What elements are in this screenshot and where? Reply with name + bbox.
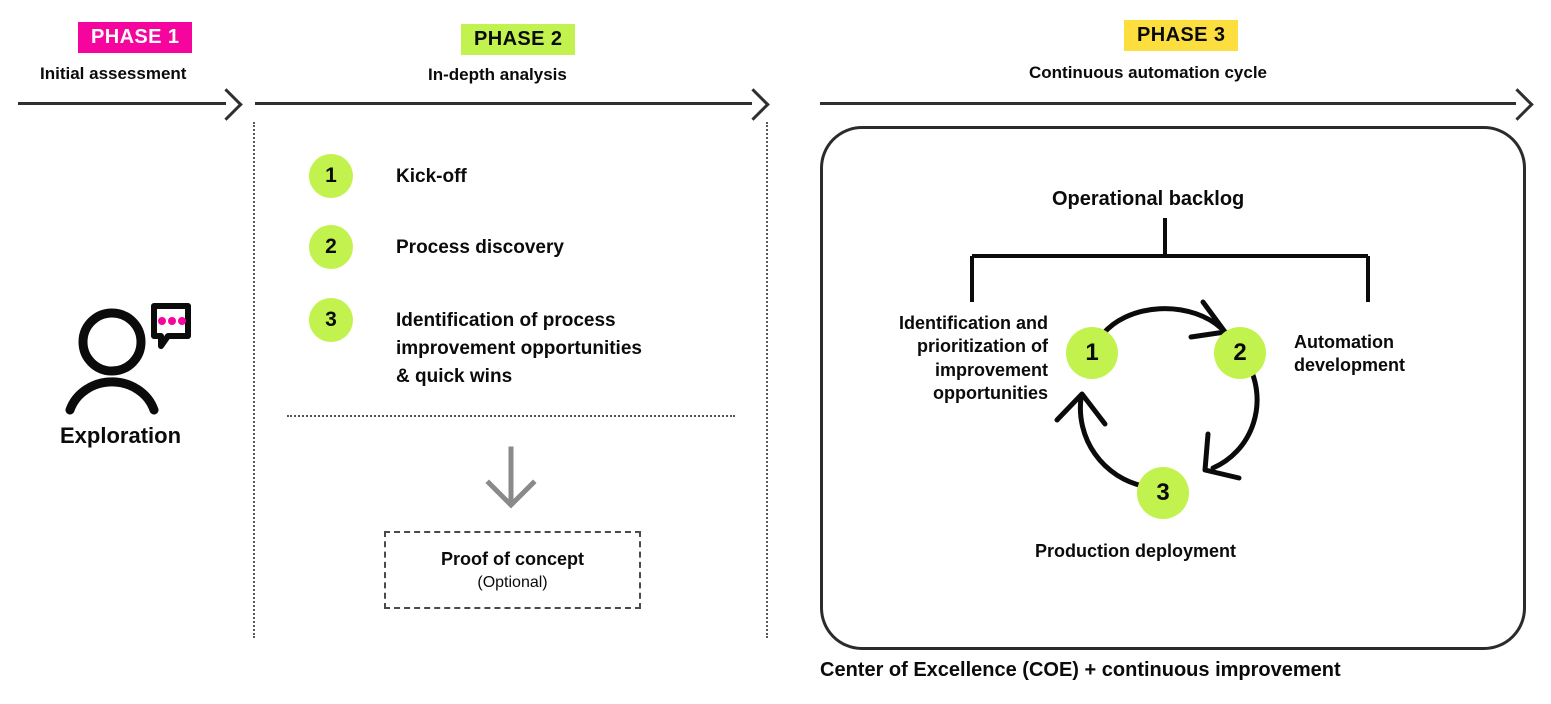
proof-of-concept-note: (Optional) [477,573,548,591]
cycle-label-1: Identification and prioritization of imp… [898,313,1048,404]
phase-2-timeline-line [255,102,752,105]
step-number-badge: 2 [309,225,353,269]
phase-3-badge: PHASE 3 [1124,20,1239,51]
cycle-number-3: 3 [1137,467,1189,519]
phase-2-badge: PHASE 2 [461,24,576,55]
coe-caption: Center of Excellence (COE) + continuous … [820,659,1341,681]
phase-3-subtitle: Continuous automation cycle [1029,63,1268,82]
proof-of-concept-title: Proof of concept [441,548,584,569]
cycle-number-1: 1 [1066,327,1118,379]
down-arrow-icon [483,446,539,513]
operational-backlog-label: Operational backlog [1052,188,1245,210]
continuous-cycle-panel [820,126,1526,650]
exploration-label: Exploration [60,423,182,448]
phase-1-badge: PHASE 1 [78,22,193,53]
phase-3-timeline-arrow-icon [1501,88,1534,121]
phase-2-step-2: 2 Process discovery [309,225,564,269]
cycle-label-3: Production deployment [1035,541,1237,561]
phase-2-3-divider [766,122,768,638]
phase-3-timeline-line [820,102,1516,105]
proof-of-concept-box: Proof of concept (Optional) [384,531,641,609]
phase-2-step-1: 1 Kick-off [309,154,467,198]
cycle-number-2: 2 [1214,327,1266,379]
phase-1-subtitle: Initial assessment [40,64,187,83]
phase-2-step-3: 3 Identification of process improvement … [309,298,642,391]
phase-2-timeline-arrow-icon [737,88,770,121]
phase-2-subtitle: In-depth analysis [428,65,567,84]
step-number-badge: 1 [309,154,353,198]
step-number-badge: 3 [309,298,353,342]
step-label: Identification of process improvement op… [396,310,642,387]
phase-2-horizontal-separator [287,415,735,417]
phase-1-timeline-arrow-icon [210,88,243,121]
step-label: Process discovery [396,237,564,258]
person-with-speech-bubble-icon [62,300,192,415]
step-label: Kick-off [396,166,467,187]
phase-1-timeline-line [18,102,226,105]
cycle-label-2: Automation development [1294,332,1406,376]
backlog-bracket-connector [970,218,1370,304]
phase-1-2-divider [253,122,255,638]
